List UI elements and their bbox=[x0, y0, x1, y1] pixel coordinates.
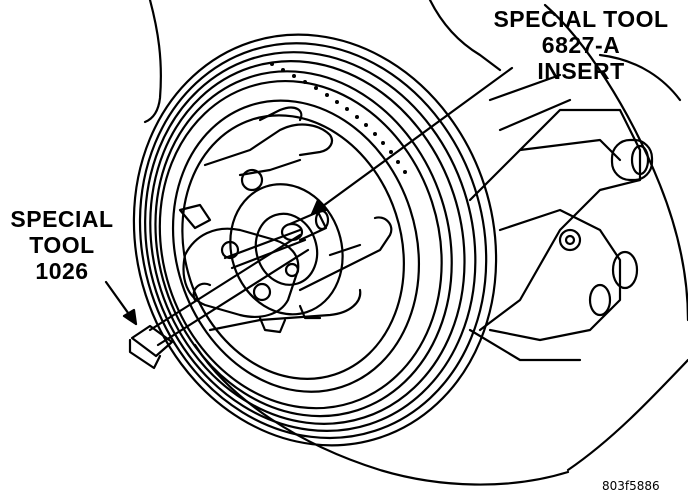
label-1026-line1: SPECIAL bbox=[10, 206, 114, 232]
label-special-tool-1026: SPECIAL TOOL 1026 bbox=[2, 208, 122, 283]
leader-6827a bbox=[310, 66, 514, 216]
puller-tool-1026 bbox=[178, 106, 393, 334]
leader-1026 bbox=[104, 280, 138, 326]
label-6827a-line2: 6827-A bbox=[541, 32, 621, 58]
engine-block bbox=[143, 0, 688, 486]
accessory-bracket bbox=[468, 73, 654, 362]
forcing-screw bbox=[128, 233, 310, 370]
crankshaft-damper bbox=[132, 33, 498, 447]
label-6827a-line1: SPECIAL TOOL bbox=[493, 6, 669, 32]
label-1026-line3: 1026 bbox=[35, 258, 89, 284]
label-6827a-line3: INSERT bbox=[537, 58, 625, 84]
figure-code: 803f5886 bbox=[602, 479, 660, 493]
timing-dots bbox=[270, 62, 407, 174]
label-1026-line2: TOOL bbox=[29, 232, 95, 258]
label-special-tool-6827a: SPECIAL TOOL 6827-A INSERT bbox=[478, 8, 684, 83]
